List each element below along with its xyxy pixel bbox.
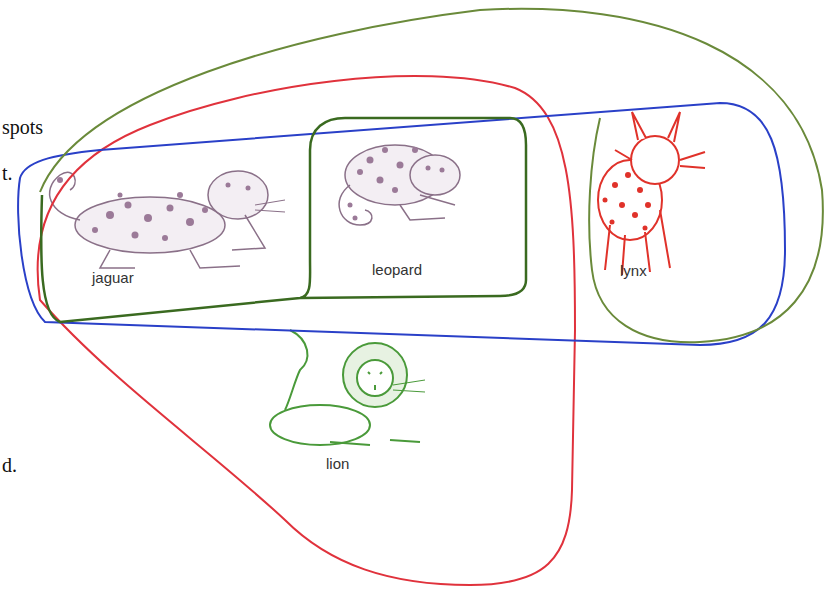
animal-name: lynx: [620, 263, 647, 280]
lion-drawing: [270, 330, 425, 445]
animal-name: jaguar: [92, 270, 134, 287]
animal-name: leopard: [372, 262, 422, 279]
margin-text: d.: [2, 454, 17, 476]
margin-text: t.: [2, 162, 13, 184]
leopard-drawing: [339, 145, 460, 225]
lynx-drawing: [598, 112, 705, 275]
olive-set-outline: [40, 9, 823, 342]
blue-set-outline: [18, 103, 785, 345]
animal-name: lion: [326, 456, 349, 473]
margin-text: spots: [2, 116, 43, 138]
jaguar-drawing: [50, 171, 285, 268]
green-set-outline: [41, 118, 526, 322]
